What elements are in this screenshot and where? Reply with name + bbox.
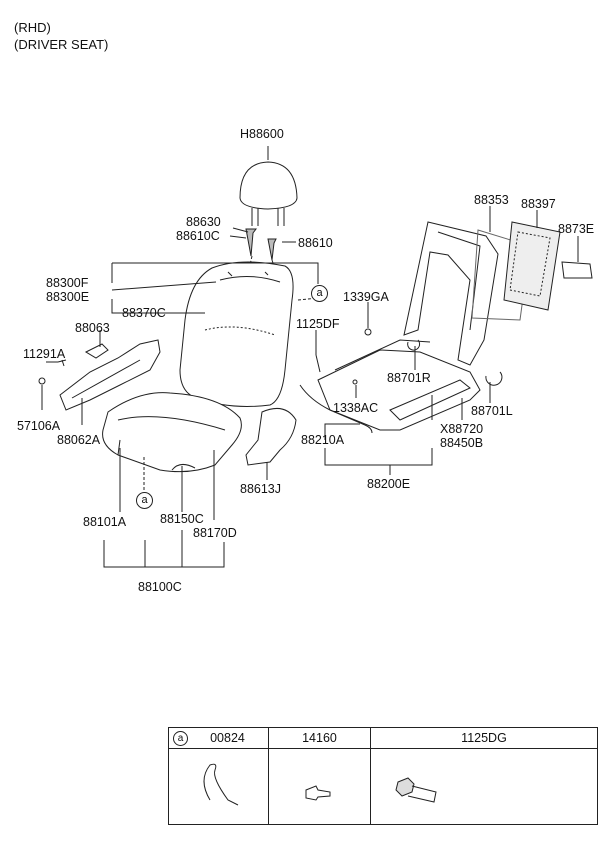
table-header-label: 00824 [210,731,245,745]
seatback-drawing [179,261,294,407]
label-57106a: 57106A [17,419,61,433]
table-header-14160: 14160 [269,728,370,749]
seat-frame-drawing [299,221,593,434]
circle-marker-a-top: a [311,285,328,302]
header-rhd: (RHD) [14,20,51,35]
table-header-label: 14160 [302,731,337,745]
label-88397: 88397 [521,197,556,211]
table-header-label: 1125DG [461,731,507,745]
leader-lines [41,146,579,568]
label-88101a: 88101A [83,515,127,529]
label-88200e: 88200E [367,477,411,491]
label-88353: 88353 [474,193,509,207]
table-header-00824: a 00824 [169,728,268,749]
label-88450b: 88450B [440,436,484,450]
headrest-guides [245,228,277,267]
label-88613j: 88613J [240,482,282,496]
label-88210a: 88210A [301,433,345,447]
label-88610c: 88610C [176,229,220,243]
label-88370c: 88370C [122,306,166,320]
cushion-drawing [102,392,242,473]
label-11291a: 11291A [23,347,66,361]
table-circle-a: a [173,731,188,746]
label-h88600: H88600 [240,127,284,141]
label-88610: 88610 [298,236,333,250]
table-column-1125dg: 1125DG [371,728,597,824]
label-1339ga: 1339GA [343,290,389,304]
table-part-drawings [203,763,437,806]
circle-marker-a-bottom: a [136,492,153,509]
table-column-00824: a 00824 [169,728,269,824]
label-88630: 88630 [186,215,221,229]
label-88063: 88063 [75,321,110,335]
label-1125df: 1125DF [296,317,340,331]
parts-table: a 00824 14160 1125DG [168,727,598,825]
label-88300e: 88300E [46,290,90,304]
label-88150c: 88150C [160,512,204,526]
table-header-1125dg: 1125DG [371,728,597,749]
side-shield-drawing [245,407,297,466]
label-88701l: 88701L [471,404,513,418]
label-x88720: X88720 [440,422,484,436]
table-column-14160: 14160 [269,728,371,824]
label-88100c: 88100C [138,580,182,594]
label-88170d: 88170D [193,526,237,540]
label-88701r: 88701R [387,371,431,385]
header-driver-seat: (DRIVER SEAT) [14,37,109,52]
label-88300f: 88300F [46,276,89,290]
label-88062a: 88062A [57,433,101,447]
headrest-drawing [239,161,298,226]
label-1338ac: 1338AC [333,401,379,415]
label-8873e: 8873E [558,222,595,236]
